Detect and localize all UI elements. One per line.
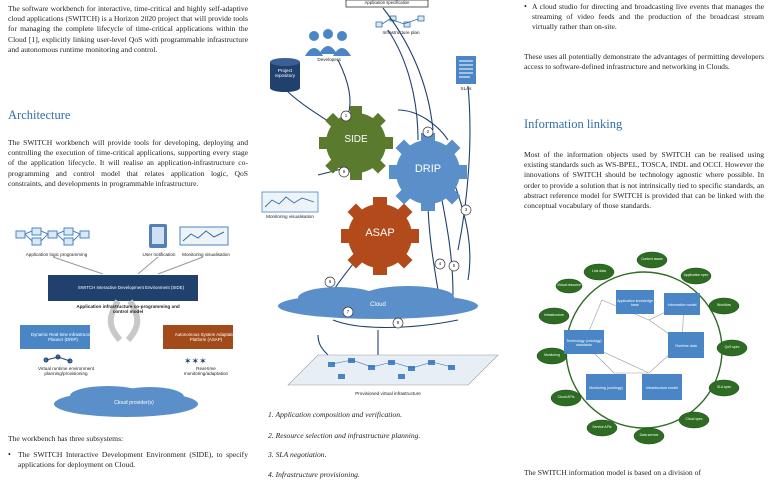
- outer-node: Cloud APIs: [557, 395, 575, 400]
- label-logic: Application logic programming: [25, 252, 88, 257]
- step-list-item: 2. Resource selection and infrastructure…: [268, 430, 421, 440]
- bullet-cloud-studio-text: A cloud studio for directing and broadca…: [532, 2, 764, 32]
- outer-node: Workflow: [717, 303, 731, 308]
- developers-icon: [305, 29, 351, 56]
- developers-label: Developers: [317, 57, 341, 62]
- label-user: User notification: [142, 252, 176, 257]
- outer-node: SLA spec: [716, 385, 732, 390]
- model-node: Monitoring (ontology): [589, 385, 623, 390]
- step-7: 7: [346, 309, 350, 314]
- model-node: Technology (ontology) standards: [566, 338, 602, 347]
- step-list: 1. Application composition and verificat…: [268, 410, 518, 480]
- model-node: Application knowledge base: [617, 298, 653, 307]
- provisioned-label: Provisioned virtual infrastructure: [355, 391, 421, 396]
- outer-node: Context aware: [641, 257, 663, 262]
- step-2: 2: [426, 129, 430, 134]
- step-list-item: 1. Application composition and verificat…: [268, 410, 403, 419]
- monitoring-chart-icon: [261, 191, 319, 213]
- virtual-network-icon: [43, 354, 73, 364]
- step-5: 5: [452, 263, 456, 268]
- app-spec-box: [345, 0, 429, 8]
- asap-gear-label: ASAP: [365, 227, 395, 239]
- information-model-figure: [536, 251, 748, 445]
- asap-box: Autonomous System Adaptation Platform (A…: [174, 331, 238, 342]
- step-3: 3: [464, 207, 468, 212]
- realtime-adapt-label: Real-time monitoring/adaptation: [183, 366, 229, 376]
- infrastructure-plan-icon: [375, 15, 425, 28]
- monitoring-vis-label: Monitoring visualisation: [266, 214, 314, 219]
- bullet-cloud-studio: • A cloud studio for directing and broad…: [524, 2, 764, 32]
- heading-information-linking: Information linking: [524, 117, 623, 131]
- outer-node: Data service: [639, 433, 659, 438]
- project-repo-label: Project repository: [274, 68, 296, 78]
- outer-node: Service APIs: [592, 425, 612, 430]
- outer-node: Application spec: [683, 273, 709, 278]
- step-list-item: 3. SLA negotiation.: [268, 450, 327, 459]
- drip-gear-label: DRIP: [414, 163, 442, 175]
- step-1: 1: [344, 113, 348, 118]
- side-box: SWITCH Interactive Development Environme…: [77, 285, 185, 291]
- column-middle: Application specification Developers Pro…: [258, 0, 520, 481]
- side-gear-label: SIDE: [344, 134, 368, 145]
- asap-gear-icon: [341, 197, 419, 275]
- heading-architecture: Architecture: [8, 108, 71, 122]
- monitor-chart-icon: [179, 226, 229, 246]
- cases-paragraph: These uses all potentially demonstrate t…: [524, 52, 764, 72]
- repository-icon: [270, 58, 300, 92]
- step-9: 9: [342, 169, 346, 174]
- step-6: 6: [328, 279, 332, 284]
- model-node: Information model: [667, 302, 697, 307]
- step-8: 8: [396, 320, 400, 325]
- slas-label: SLAs: [460, 86, 472, 91]
- outer-ring-nodes: [536, 251, 748, 445]
- co-programming-label: Application infrastructure co-programmin…: [76, 304, 180, 314]
- center-nodes: [564, 290, 704, 400]
- cloud-shape: [278, 286, 478, 319]
- step-4: 4: [438, 261, 442, 266]
- provisioned-infrastructure-icon: [287, 354, 499, 386]
- outer-node: Infrastructure: [544, 313, 564, 318]
- workbench-sentence: The workbench has three subsystems:: [8, 434, 124, 443]
- bullet-side: • The SWITCH Interactive Development Env…: [8, 450, 248, 470]
- bullet-side-text: The SWITCH Interactive Development Envir…: [18, 450, 248, 470]
- outer-node: Virtual resource: [557, 283, 581, 288]
- architecture-figure: ✶✶✶: [15, 224, 233, 417]
- step-markers: [324, 110, 472, 329]
- logic-diagram-icon: [15, 227, 90, 246]
- architecture-paragraph: The SWITCH workbench will provide tools …: [8, 138, 248, 188]
- app-spec-label: Application specification: [364, 0, 410, 5]
- model-node: Infrastructure model: [646, 385, 678, 390]
- footer-paragraph: The SWITCH information model is based on…: [524, 468, 701, 477]
- label-monitor: Monitoring visualisation: [182, 252, 230, 257]
- outer-node: QoS spec: [724, 345, 740, 350]
- workflow-figure: [261, 0, 499, 386]
- cloud-label: Cloud provider(s): [114, 400, 154, 407]
- svg-text:✶✶✶: ✶✶✶: [184, 357, 207, 367]
- drip-gear-icon: [389, 133, 467, 211]
- drip-box: Dynamic Real-time Infrastructure Planner…: [30, 331, 96, 342]
- realtime-star-icon: ✶✶✶: [184, 357, 207, 367]
- info-paragraph: Most of the information objects used by …: [524, 150, 764, 211]
- outer-node: Cloud spec: [685, 417, 703, 422]
- outer-node: Monitoring: [544, 353, 560, 358]
- cloud-label: Cloud: [370, 302, 386, 308]
- step-list-item: 4. Infrastructure provisioning.: [268, 469, 360, 479]
- virtual-runtime-label: Virtual runtime environment planning/pro…: [37, 366, 95, 376]
- model-node: Runtime data: [675, 343, 697, 348]
- infra-plan-label: Infrastructure plan: [382, 30, 420, 35]
- sla-document-icon: [456, 56, 476, 84]
- intro-paragraph: The software workbench for interactive, …: [8, 4, 248, 54]
- outer-node: Link data: [592, 269, 606, 274]
